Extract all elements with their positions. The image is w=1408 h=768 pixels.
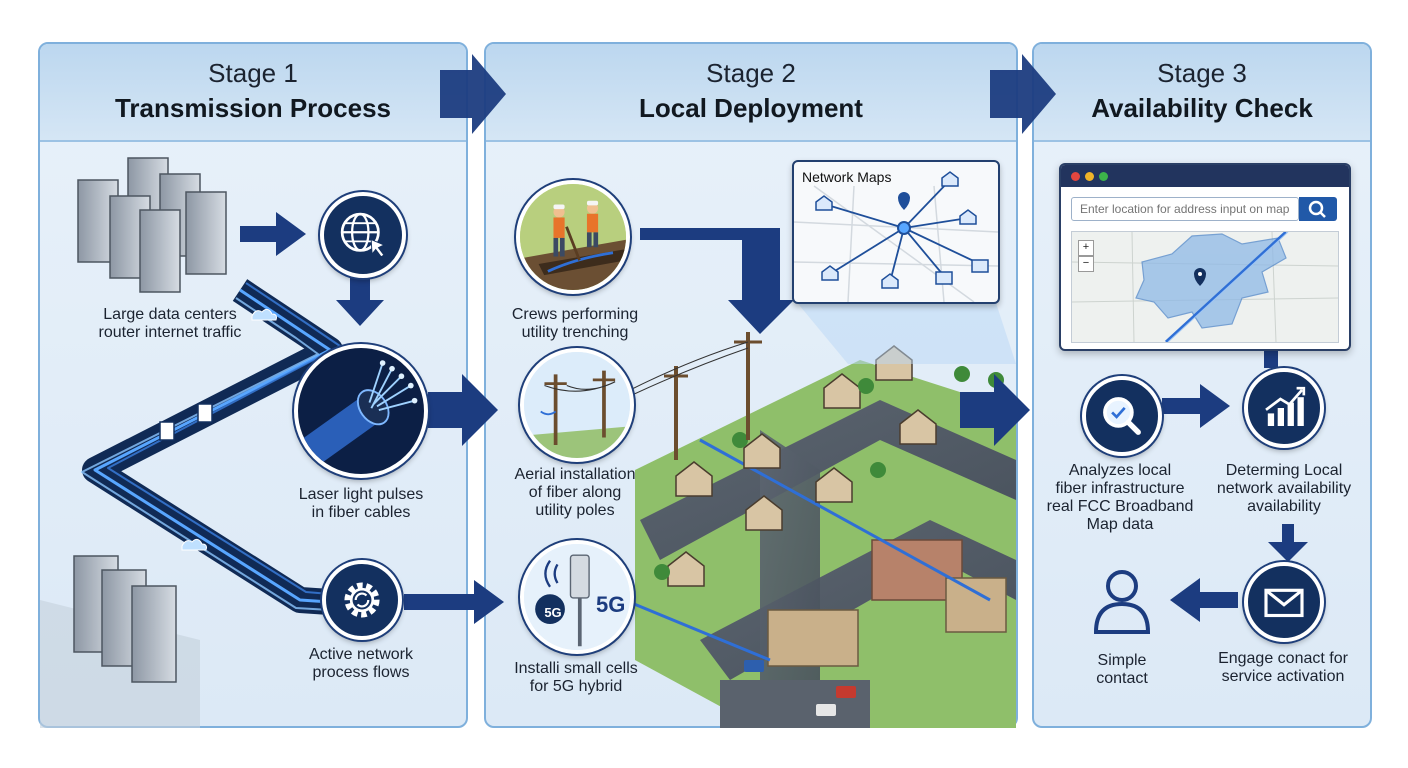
caption-laser-pulses-text: Laser light pulses in fiber cables [298, 486, 424, 521]
user-contact-icon [1086, 566, 1158, 638]
window-minimize-dot[interactable] [1085, 172, 1094, 181]
caption-determine-text: Determing Local network availability ava… [1216, 462, 1352, 515]
utility-pole-icon [520, 348, 634, 462]
window-maximize-dot[interactable] [1099, 172, 1108, 181]
growth-chart-icon [1244, 368, 1324, 448]
caption-determine: Determing Local network availability ava… [1204, 462, 1364, 516]
address-search-input[interactable] [1071, 197, 1299, 221]
network-maps-title: Network Maps [802, 169, 892, 185]
caption-small-cells-text: Installi small cells for 5G hybrid [514, 660, 638, 695]
cell-badge-large: 5G [596, 592, 626, 617]
caption-data-centers: Large data centers router internet traff… [60, 306, 280, 342]
caption-small-cells: Installi small cells for 5G hybrid [496, 660, 656, 696]
coverage-map-graphic [1072, 232, 1338, 342]
caption-trenching-text: Crews performing utility trenching [511, 306, 639, 341]
stage-3-title: Availability Check [1091, 93, 1313, 123]
caption-engage-text: Engage conact for service activation [1218, 650, 1348, 685]
stage-2-title: Local Deployment [639, 93, 863, 123]
caption-contact: Simple contact [1072, 652, 1172, 688]
stage-2-label: Stage 2 [706, 58, 796, 88]
stage-3-panel: Stage 3 Availability Check [1032, 42, 1372, 728]
stage-3-label: Stage 3 [1157, 58, 1247, 88]
caption-network-flows: Active network process flows [258, 646, 464, 682]
caption-analyze-text: Analyzes local fiber infrastructure real… [1046, 462, 1194, 533]
caption-contact-text: Simple contact [1096, 652, 1148, 687]
envelope-icon [1244, 562, 1324, 642]
caption-engage: Engage conact for service activation [1200, 650, 1366, 686]
window-title-bar [1061, 165, 1349, 187]
trenching-crew-icon [516, 180, 630, 294]
stage-3-header: Stage 3 Availability Check [1034, 44, 1370, 142]
caption-trenching: Crews performing utility trenching [500, 306, 650, 342]
caption-data-centers-text: Large data centers router internet traff… [98, 306, 242, 341]
coverage-map[interactable]: + − [1071, 231, 1339, 343]
caption-laser-pulses: Laser light pulses in fiber cables [258, 486, 464, 522]
zoom-in-button[interactable]: + [1078, 240, 1094, 256]
search-button[interactable] [1299, 197, 1337, 221]
caption-aerial: Aerial installation of fiber along utili… [500, 466, 650, 520]
zoom-out-button[interactable]: − [1078, 256, 1094, 272]
stage-1-title: Transmission Process [114, 93, 392, 123]
fiber-cable-icon [294, 344, 428, 478]
caption-aerial-text: Aerial installation of fiber along utili… [514, 466, 636, 519]
analyze-magnifier-icon [1082, 376, 1162, 456]
small-cell-5g-icon: 5G 5G [520, 540, 634, 654]
stage-1-label: Stage 1 [208, 58, 298, 88]
globe-icon [320, 192, 406, 278]
stage-2-header: Stage 2 Local Deployment [486, 44, 1016, 142]
availability-map-window: + − [1059, 163, 1351, 351]
network-map-graphic [794, 171, 998, 302]
cell-badge-small: 5G [544, 605, 562, 620]
search-icon [1308, 200, 1326, 218]
caption-network-flows-text: Active network process flows [308, 646, 414, 681]
window-close-dot[interactable] [1071, 172, 1080, 181]
stage-1-header: Stage 1 Transmission Process [40, 44, 466, 142]
caption-analyze: Analyzes local fiber infrastructure real… [1042, 462, 1198, 534]
network-maps-card: Network Maps [792, 160, 1000, 304]
gear-icon [322, 560, 402, 640]
